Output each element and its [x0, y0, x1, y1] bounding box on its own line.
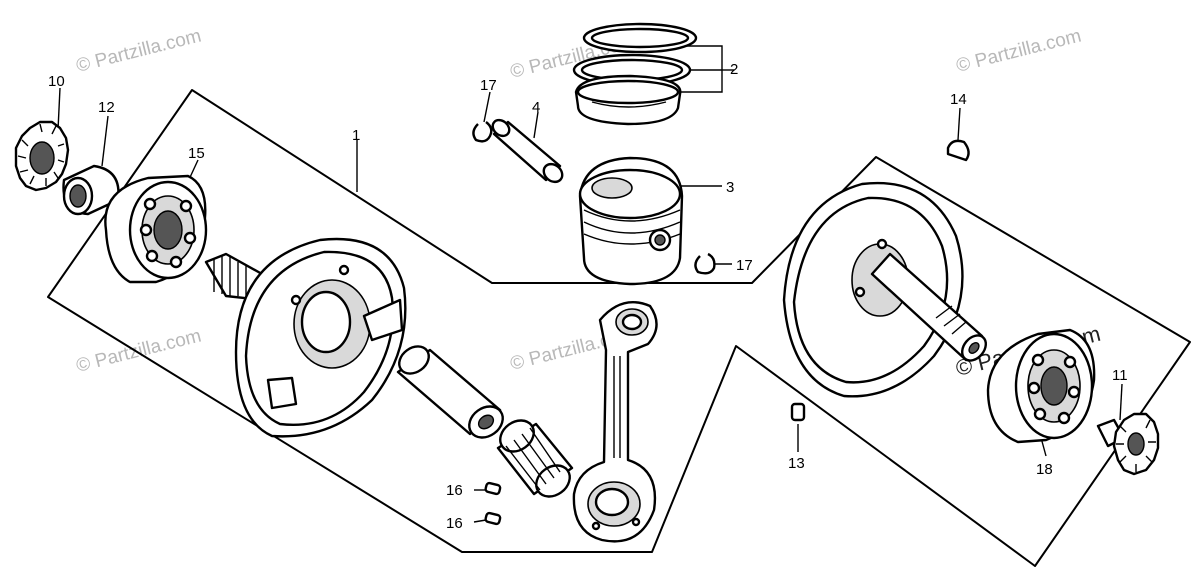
callout-2: 2 [730, 61, 738, 78]
bearing-18 [986, 328, 1096, 444]
bearing-15 [104, 174, 208, 284]
piston-3 [578, 156, 684, 286]
key-14 [946, 139, 970, 162]
callout-11: 11 [1112, 367, 1128, 384]
pin-16-lower [484, 511, 502, 526]
crank-flywheel-right [782, 181, 988, 398]
circlip-17-upper [472, 121, 493, 143]
needle-bearing [496, 419, 574, 498]
pin-16-upper [484, 481, 502, 496]
callout-10: 10 [48, 73, 65, 90]
crank-pin [396, 345, 504, 439]
piston-rings-2 [572, 22, 698, 126]
crank-flywheel-left [204, 237, 407, 438]
watermark-mid-left: © Partzilla.com [74, 326, 203, 377]
crankshaft-assembly-outline [47, 89, 1191, 567]
callout-16-upper: 16 [446, 482, 463, 499]
callout-17-upper: 17 [480, 77, 497, 94]
callout-4: 4 [532, 99, 540, 116]
callout-14: 14 [950, 91, 967, 108]
callout-16-lower: 16 [446, 515, 463, 532]
circlip-17-lower [694, 252, 716, 275]
watermark-top-right: © Partzilla.com [954, 26, 1083, 77]
watermark-top-left: © Partzilla.com [74, 26, 203, 77]
callout-17-lower: 17 [736, 257, 753, 274]
piston-pin-4 [491, 118, 564, 184]
callout-12: 12 [98, 99, 115, 116]
connecting-rod [572, 301, 658, 543]
callout-1: 1 [352, 127, 360, 144]
dowel-13 [790, 402, 806, 422]
callout-18: 18 [1036, 461, 1053, 478]
callout-15: 15 [188, 145, 205, 162]
gear-11 [1096, 412, 1160, 476]
gear-10 [14, 120, 70, 192]
callout-13: 13 [788, 455, 805, 472]
callout-3: 3 [726, 179, 734, 196]
